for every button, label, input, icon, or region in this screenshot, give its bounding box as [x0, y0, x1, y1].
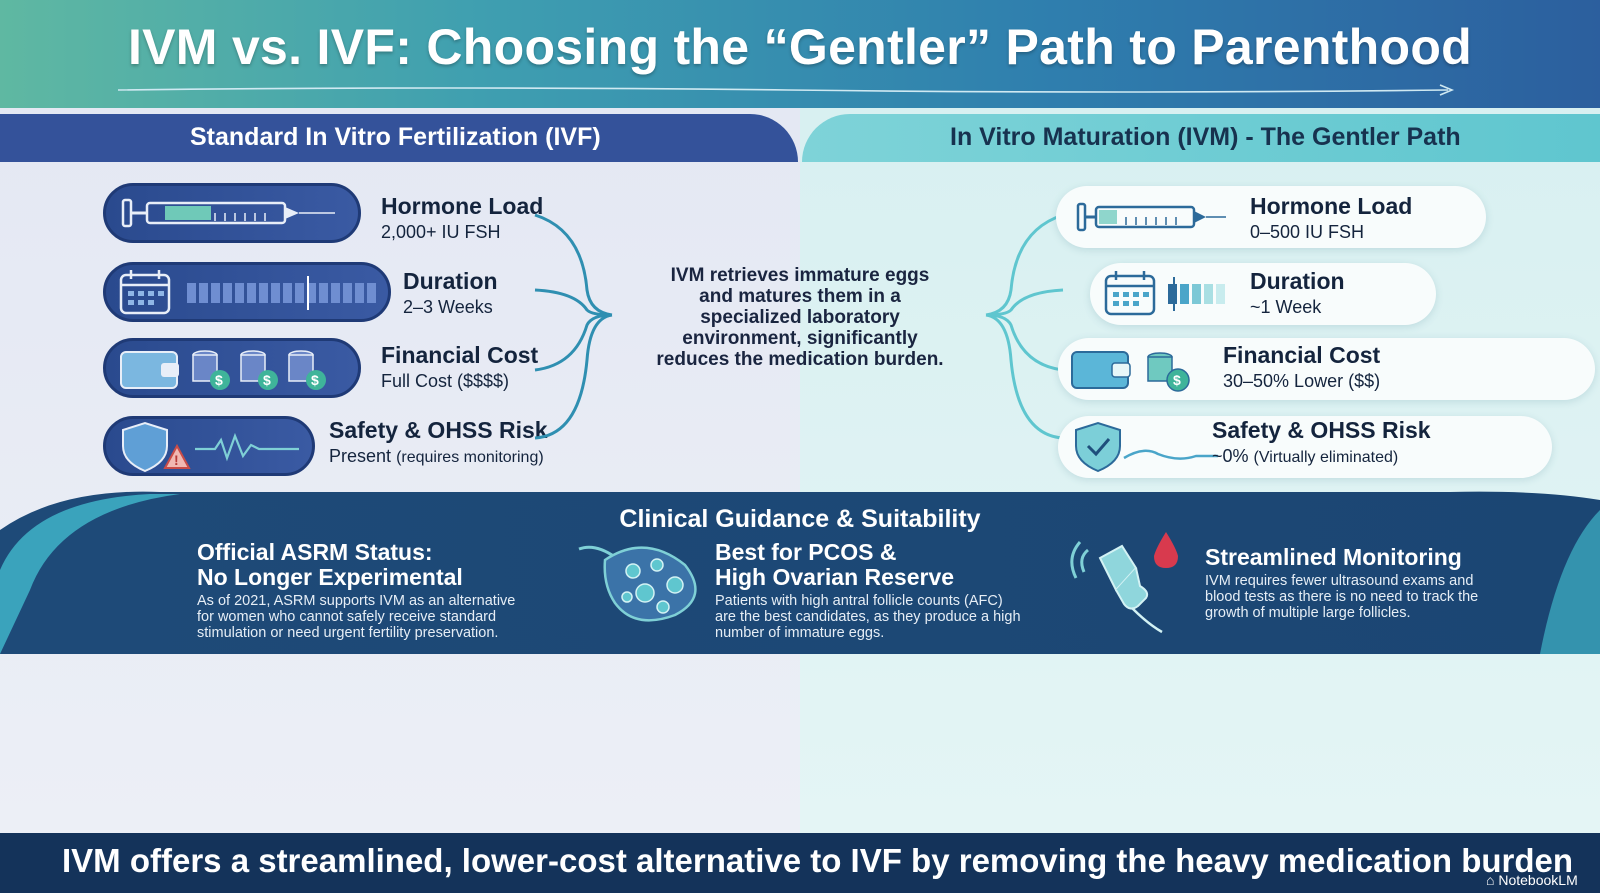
- ivm-safety-title: Safety & OHSS Risk: [1212, 417, 1431, 443]
- ivm-hormone-title: Hormone Load: [1250, 193, 1413, 219]
- ivm-safety-pill: [1058, 416, 1552, 478]
- shield-check-icon: [1075, 421, 1218, 473]
- ivf-duration-pill: [103, 262, 391, 322]
- ivm-hormone-value: 0–500 IU FSH: [1250, 222, 1365, 242]
- guidance-pcos-title-line1: Best for PCOS &: [715, 539, 897, 565]
- notebooklm-brand: ⌂ NotebookLM: [1486, 872, 1578, 888]
- ultrasound-blood-drop-icon: [1070, 532, 1178, 634]
- syringe-icon: [1076, 202, 1226, 232]
- ivf-hormone-value: 2,000+ IU FSH: [381, 222, 501, 242]
- ivm-cost-value: 30–50% Lower ($$): [1223, 371, 1381, 391]
- ivf-hormone-title: Hormone Load: [381, 193, 544, 219]
- ivf-duration-title: Duration: [403, 268, 498, 294]
- svg-text:$: $: [1173, 372, 1181, 388]
- notebooklm-logo-icon: ⌂: [1486, 872, 1495, 888]
- guidance-pcos-title-line2: High Ovarian Reserve: [715, 564, 955, 590]
- calendar-icon: [119, 270, 376, 315]
- ivm-cost-pill: $: [1058, 338, 1595, 400]
- center-explainer: IVM retrieves immature eggs and matures …: [656, 265, 944, 370]
- wallet-coins-icon: $ $ $: [120, 350, 326, 390]
- guidance-pcos-title: Best for PCOS & High Ovarian Reserve: [715, 540, 954, 590]
- page-title: IVM vs. IVF: Choosing the “Gentler” Path…: [127, 19, 1473, 75]
- guidance-asrm-title-line1: Official ASRM Status:: [197, 539, 433, 565]
- ivf-safety-value: Present (requires monitoring): [329, 446, 544, 467]
- ivm-heading: In Vitro Maturation (IVM) - The Gentler …: [950, 123, 1461, 151]
- brand-label: NotebookLM: [1498, 872, 1578, 888]
- ivf-safety-note: (requires monitoring): [396, 449, 544, 466]
- shield-warning-icon: !: [122, 421, 299, 473]
- ivf-hormone-pill: [103, 183, 361, 243]
- ivm-panel-header: In Vitro Maturation (IVM) - The Gentler …: [802, 114, 1600, 162]
- svg-text:$: $: [215, 372, 223, 388]
- ivf-cost-pill: $ $ $: [103, 338, 361, 398]
- ivf-cost-value: Full Cost ($$$$): [381, 371, 510, 391]
- ivf-heading: Standard In Vitro Fertilization (IVF): [190, 123, 601, 151]
- guidance-band: [0, 491, 1600, 654]
- ivm-safety-note: (Virtually eliminated): [1253, 449, 1399, 466]
- calendar-icon: [1104, 271, 1225, 316]
- guidance-asrm-body: As of 2021, ASRM supports IVM as an alte…: [197, 593, 516, 641]
- svg-text:!: !: [174, 452, 179, 468]
- svg-text:$: $: [263, 372, 271, 388]
- syringe-icon: [121, 198, 335, 228]
- ivf-safety-status: Present: [329, 446, 392, 466]
- ivm-safety-value: ~0% (Virtually eliminated): [1212, 446, 1398, 467]
- ivm-duration-value: ~1 Week: [1250, 297, 1322, 317]
- footer-banner: [0, 833, 1600, 893]
- guidance-monitoring-title: Streamlined Monitoring: [1205, 544, 1462, 570]
- footer-summary: IVM offers a streamlined, lower-cost alt…: [62, 842, 1574, 879]
- ivm-duration-pill: [1090, 263, 1436, 325]
- ivf-duration-value: 2–3 Weeks: [403, 297, 493, 317]
- ivf-safety-pill: !: [103, 416, 315, 476]
- title-arrow-line: [118, 84, 1455, 96]
- ovary-follicles-icon: [578, 545, 697, 622]
- ivm-duration-title: Duration: [1250, 268, 1345, 294]
- guidance-monitoring-body: IVM requires fewer ultrasound exams and …: [1205, 573, 1479, 621]
- guidance-pcos-body: Patients with high antral follicle count…: [715, 593, 1021, 641]
- ivf-panel-header: Standard In Vitro Fertilization (IVF): [0, 114, 798, 162]
- svg-text:$: $: [311, 372, 319, 388]
- wallet-coins-icon: $: [1071, 351, 1190, 392]
- ivm-connector-curves: [985, 213, 1064, 440]
- ivf-cost-title: Financial Cost: [381, 342, 539, 368]
- guidance-asrm-title: Official ASRM Status: No Longer Experime…: [197, 540, 463, 590]
- guidance-heading: Clinical Guidance & Suitability: [619, 505, 981, 533]
- ivf-safety-title: Safety & OHSS Risk: [329, 417, 548, 443]
- guidance-asrm-title-line2: No Longer Experimental: [197, 564, 463, 590]
- ivf-connector-curves: [534, 213, 613, 440]
- ivm-safety-status: ~0%: [1212, 446, 1249, 466]
- ivm-hormone-pill: [1056, 186, 1486, 248]
- ivm-cost-title: Financial Cost: [1223, 342, 1381, 368]
